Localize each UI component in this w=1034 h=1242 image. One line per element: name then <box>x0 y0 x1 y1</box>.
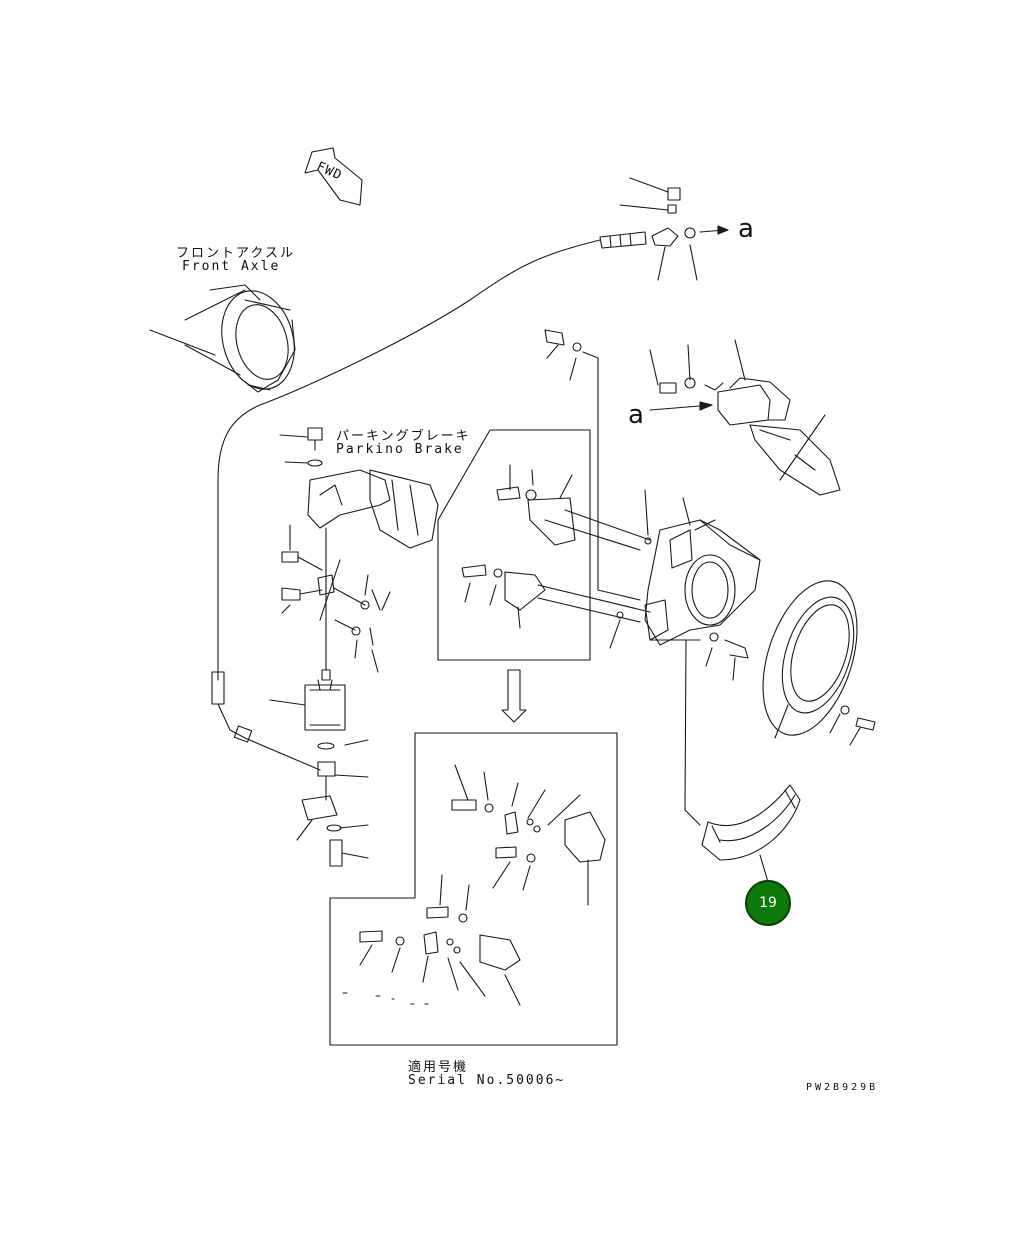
parking-brake-label-jp: パーキングブレーキ <box>336 429 471 444</box>
serial-label-jp: 適用号機 <box>408 1060 469 1075</box>
parking-brake-assembly <box>269 427 439 867</box>
part-callout-19[interactable]: 19 <box>745 880 791 926</box>
detail-box-upper <box>437 429 591 661</box>
front-axle-housing <box>149 284 296 393</box>
fwd-arrow-icon <box>304 147 363 206</box>
brake-hose <box>217 239 601 681</box>
serial-label-en: Serial No.50006~ <box>408 1073 566 1088</box>
reference-a-mid: a <box>628 400 644 430</box>
caliper-assembly-upper <box>649 339 841 496</box>
brake-bracket-plate <box>537 489 761 826</box>
reference-a-top: a <box>738 214 754 244</box>
down-arrow-icon <box>501 669 527 723</box>
top-fitting-group <box>599 177 729 281</box>
parking-brake-label-en: Parkino Brake <box>336 442 464 457</box>
front-axle-label-jp: フロントアクスル <box>176 246 295 261</box>
brake-disc <box>762 580 876 746</box>
drawing-code: PW2B929B <box>806 1082 879 1093</box>
front-axle-label-en: Front Axle <box>182 259 281 274</box>
detail-box-lower <box>329 732 618 1046</box>
disc-cover <box>701 784 801 883</box>
